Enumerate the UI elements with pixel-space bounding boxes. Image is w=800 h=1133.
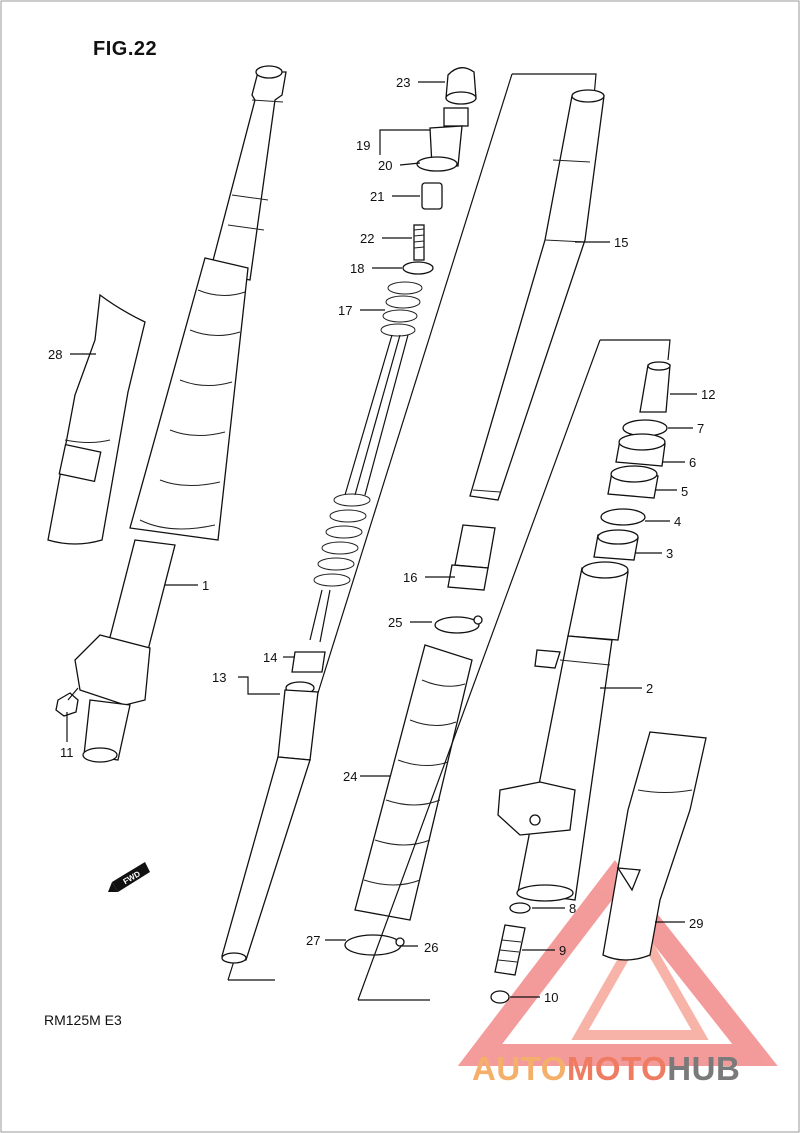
callout-28: 28 bbox=[48, 347, 62, 362]
callout-10: 10 bbox=[544, 990, 558, 1005]
callout-23: 23 bbox=[396, 75, 410, 90]
callout-12: 12 bbox=[701, 387, 715, 402]
cap-23 bbox=[445, 67, 477, 105]
seal-stack bbox=[593, 361, 671, 561]
callout-27: 27 bbox=[306, 933, 320, 948]
leader-lines bbox=[66, 81, 697, 998]
fork-guard-29 bbox=[602, 731, 707, 961]
callout-6: 6 bbox=[689, 455, 696, 470]
outer-leg-2 bbox=[497, 561, 629, 902]
watermark-logo bbox=[457, 860, 778, 1066]
callout-21: 21 bbox=[370, 189, 384, 204]
nut-21 bbox=[421, 182, 443, 210]
callout-labels: 1 2 3 4 5 6 7 8 9 10 11 12 13 14 15 16 1… bbox=[48, 75, 715, 1005]
boot-24 bbox=[354, 644, 473, 921]
callout-29: 29 bbox=[689, 916, 703, 931]
callout-8: 8 bbox=[569, 901, 576, 916]
callout-15: 15 bbox=[614, 235, 628, 250]
watermark-part-a: AUTO bbox=[472, 1050, 567, 1087]
callout-22: 22 bbox=[360, 231, 374, 246]
callout-3: 3 bbox=[666, 546, 673, 561]
callout-18: 18 bbox=[350, 261, 364, 276]
rod-thread-22 bbox=[413, 224, 425, 261]
axle-bolt-11 bbox=[55, 687, 79, 717]
inner-tube-assembly bbox=[74, 65, 287, 763]
callout-14: 14 bbox=[263, 650, 277, 665]
callout-20: 20 bbox=[378, 158, 392, 173]
ring-4 bbox=[600, 508, 646, 526]
callout-25: 25 bbox=[388, 615, 402, 630]
callout-1: 1 bbox=[202, 578, 209, 593]
model-code: RM125M E3 bbox=[44, 1012, 122, 1028]
watermark-part-b: MOTO bbox=[566, 1050, 668, 1087]
callout-7: 7 bbox=[697, 421, 704, 436]
callout-19: 19 bbox=[356, 138, 370, 153]
cap-bolt-19 bbox=[416, 107, 469, 172]
lower-clamp-27 bbox=[344, 934, 405, 956]
clamp-25 bbox=[434, 615, 483, 634]
washer-18 bbox=[402, 261, 434, 275]
callout-24: 24 bbox=[343, 769, 357, 784]
callout-2: 2 bbox=[646, 681, 653, 696]
washer-8 bbox=[509, 902, 531, 914]
bushing-12 bbox=[639, 364, 671, 413]
damper-valve-9 bbox=[494, 924, 526, 976]
callout-17: 17 bbox=[338, 303, 352, 318]
watermark-part-c: HUB bbox=[667, 1050, 741, 1087]
figure-title: FIG.22 bbox=[93, 38, 158, 60]
callout-11: 11 bbox=[60, 745, 74, 760]
callout-13: 13 bbox=[212, 670, 226, 685]
callout-9: 9 bbox=[559, 943, 566, 958]
fwd-arrow-icon: FWD bbox=[108, 862, 150, 892]
spring-and-rod-17 bbox=[309, 281, 423, 643]
right-assembly-frame bbox=[357, 339, 671, 1001]
plug-10 bbox=[490, 990, 510, 1004]
damper-tube-13 bbox=[221, 681, 319, 964]
ring-14 bbox=[291, 651, 326, 673]
callout-5: 5 bbox=[681, 484, 688, 499]
callout-4: 4 bbox=[674, 514, 681, 529]
watermark-text: AUTOMOTOHUB bbox=[472, 1050, 740, 1088]
fork-guard-28 bbox=[47, 293, 146, 545]
outer-tube-15 bbox=[469, 89, 605, 501]
callout-26: 26 bbox=[424, 940, 438, 955]
bushing-16 bbox=[447, 524, 496, 591]
callout-16: 16 bbox=[403, 570, 417, 585]
